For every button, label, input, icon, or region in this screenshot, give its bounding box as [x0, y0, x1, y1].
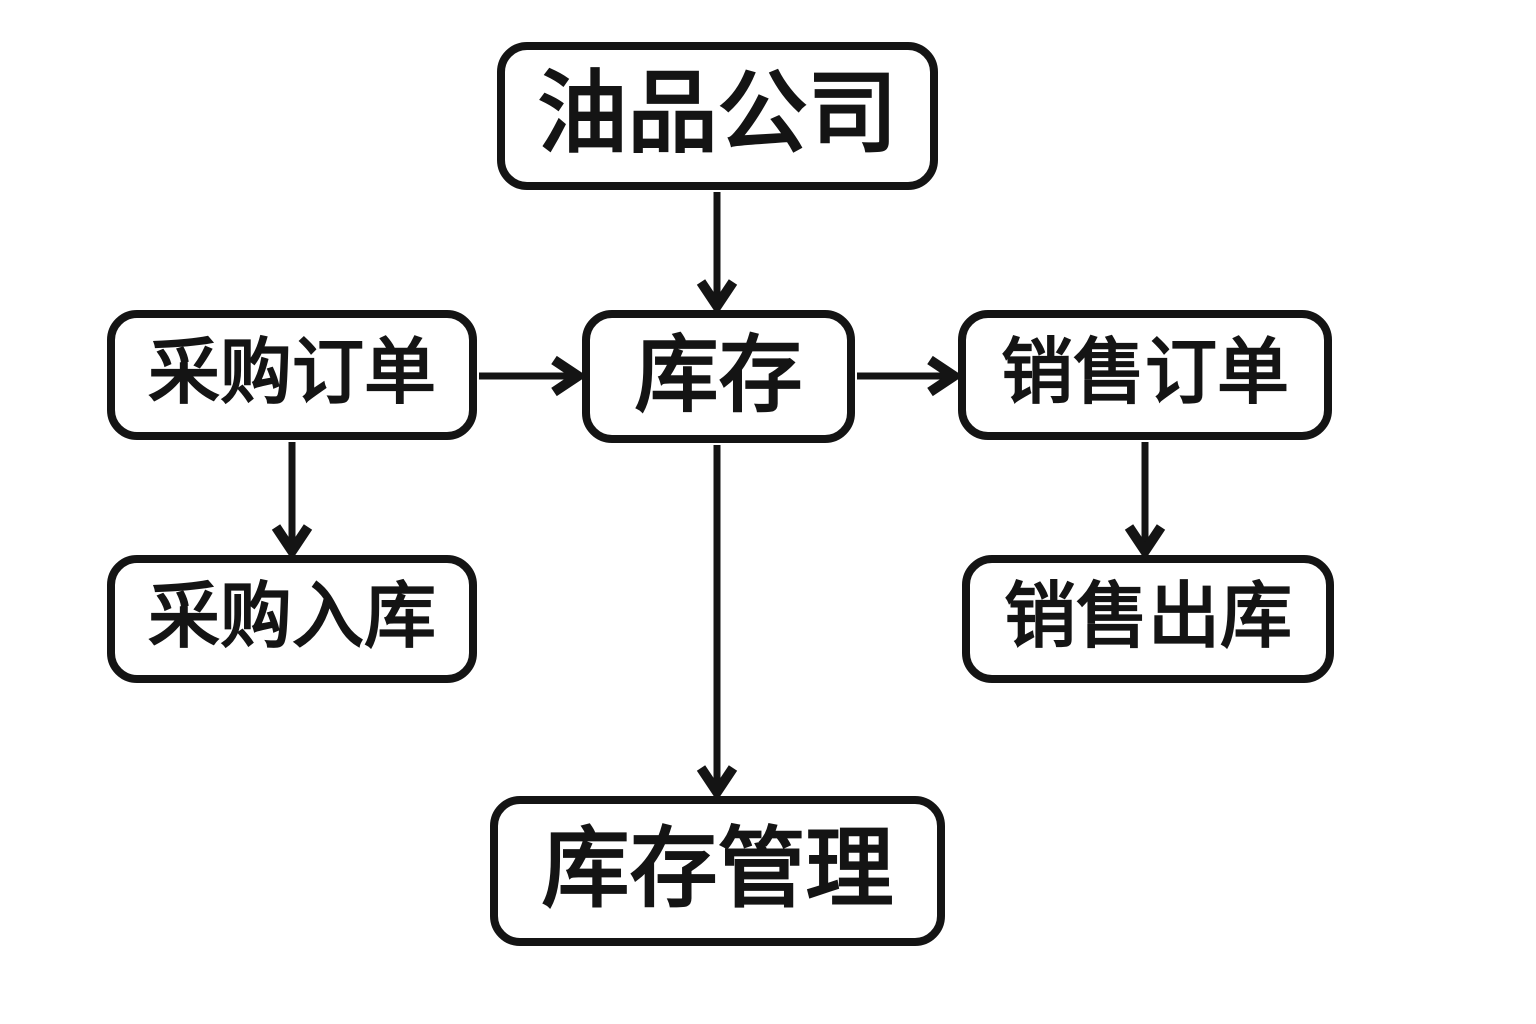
node-oil-company-label: 油品公司	[537, 64, 898, 164]
arrow-sales-order-to-sales-outbound	[1124, 442, 1166, 561]
arrow-purchase-order-to-purchase-inbound	[271, 442, 313, 561]
node-purchase-inbound: 采购入库	[107, 555, 477, 683]
arrow-company-to-inventory	[696, 192, 738, 316]
node-inventory-management-label: 库存管理	[541, 819, 894, 918]
arrow-purchase-order-to-inventory	[479, 355, 588, 397]
arrow-inventory-to-sales-order	[857, 355, 964, 397]
arrow-inventory-to-inventory-management	[696, 445, 738, 802]
node-sales-outbound-label: 销售出库	[1003, 577, 1292, 657]
node-purchase-order-label: 采购订单	[147, 333, 436, 413]
node-oil-company: 油品公司	[497, 42, 938, 190]
node-sales-order-label: 销售订单	[1000, 333, 1289, 413]
node-purchase-order: 采购订单	[107, 310, 477, 440]
node-sales-outbound: 销售出库	[962, 555, 1334, 683]
node-sales-order: 销售订单	[958, 310, 1332, 440]
node-inventory-label: 库存	[634, 327, 803, 422]
node-inventory: 库存	[582, 310, 855, 443]
node-inventory-management: 库存管理	[490, 796, 945, 946]
node-purchase-inbound-label: 采购入库	[147, 577, 436, 657]
